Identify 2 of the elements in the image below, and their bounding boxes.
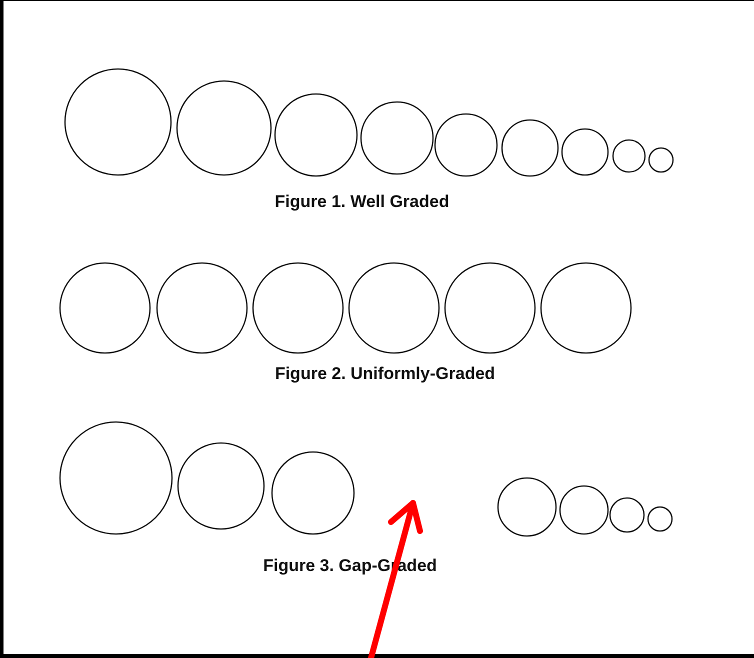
figure-caption: Figure 1. Well Graded (274, 192, 450, 212)
figure-caption: Figure 2. Uniformly-Graded (274, 364, 496, 384)
